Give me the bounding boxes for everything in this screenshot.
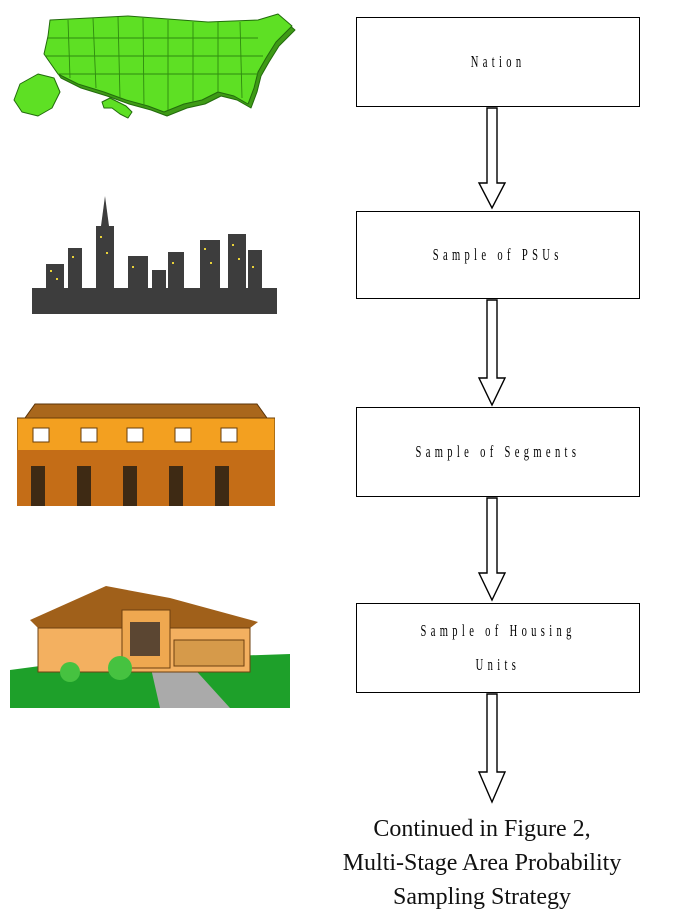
stage-box-segments: Sample of Segments: [356, 407, 640, 497]
stage-label: Sample of PSUs: [433, 245, 563, 264]
stage-box-nation: Nation: [356, 17, 640, 107]
arrow-down-icon: [477, 497, 507, 602]
stage-label: Nation: [470, 52, 526, 71]
us-map-icon: [13, 13, 296, 119]
caption-line: Multi-Stage Area Probability: [342, 850, 622, 876]
caption: Continued in Figure 2, Multi-Stage Area …: [290, 812, 674, 914]
stage-label-line2: Units: [475, 655, 521, 674]
stage-box-psus: Sample of PSUs: [356, 211, 640, 299]
city-skyline-icon: [32, 196, 277, 314]
arrow-down-icon: [477, 299, 507, 407]
stage-label: Sample of Segments: [415, 442, 581, 461]
caption-line: Continued in Figure 2,: [373, 816, 591, 842]
arrow-down-icon: [477, 693, 507, 804]
stage-box-housing-units: Sample of Housing Units: [356, 603, 640, 693]
stage-label-line1: Sample of Housing: [420, 621, 576, 640]
rowhouses-icon: [17, 403, 275, 506]
caption-line: Sampling Strategy: [393, 884, 571, 910]
house-icon: [10, 586, 290, 708]
arrow-down-icon: [477, 107, 507, 210]
